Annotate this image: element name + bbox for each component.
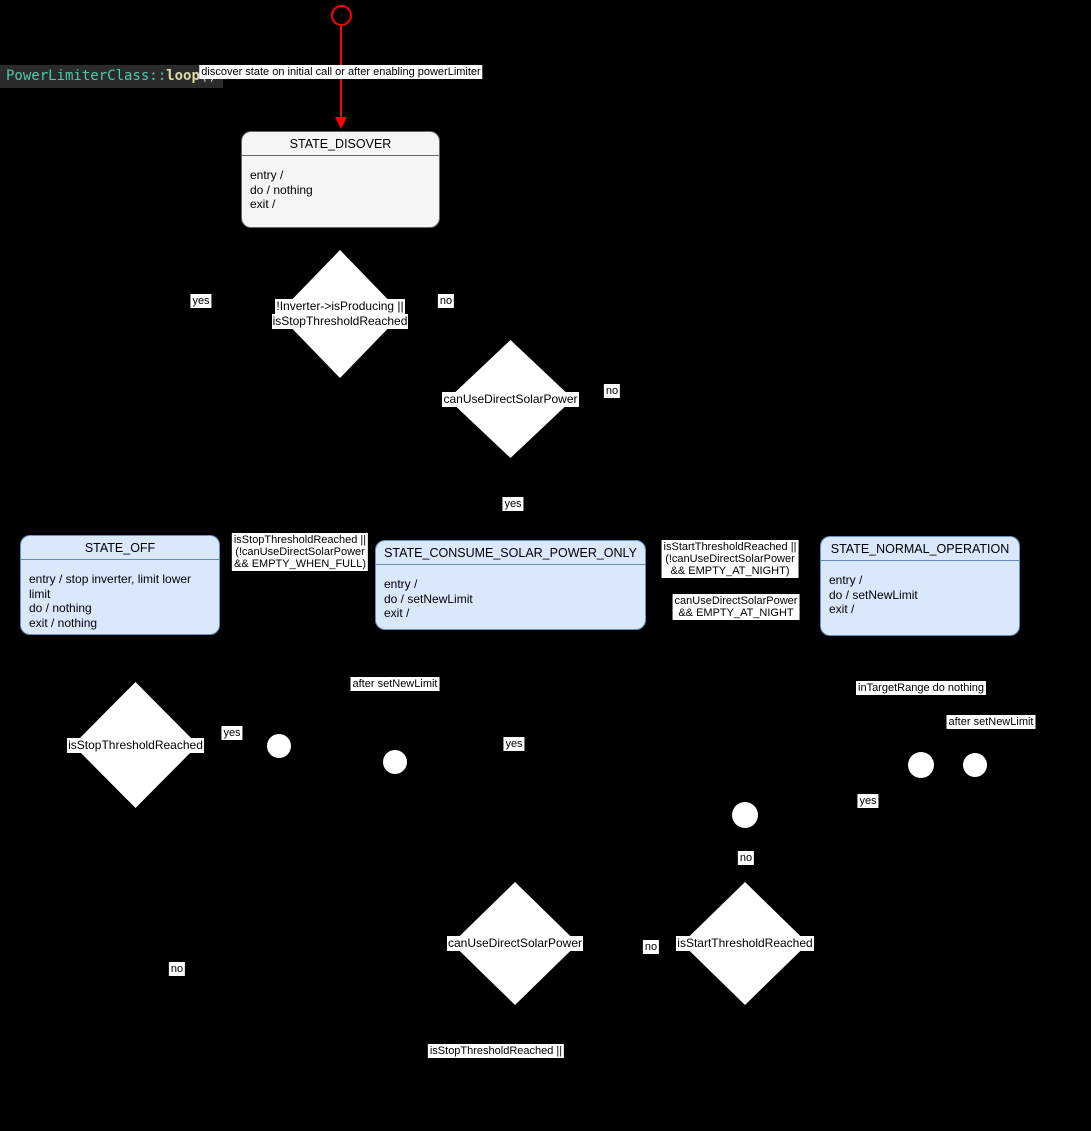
initial-state-node [331, 5, 352, 26]
junction-node [963, 753, 987, 777]
junction-node [732, 802, 758, 828]
code-label: PowerLimiterClass::loop() [0, 65, 223, 88]
edge-label-no: no [642, 940, 660, 954]
edge-label-yes: yes [221, 726, 243, 740]
decision-line: canUseDirectSolarPower [442, 391, 579, 407]
edge-label-no: no [603, 384, 621, 398]
edge-label-in-target-range: inTargetRange do nothing [856, 681, 986, 695]
arrowhead-icon [335, 117, 347, 129]
state-discover: STATE_DISOVER entry / do / nothing exit … [241, 131, 440, 228]
decision-line: isStartThresholdReached [676, 936, 814, 951]
state-body: entry / do / setNewLimit exit / [821, 561, 1019, 617]
edge-label-yes: yes [502, 497, 524, 511]
state-off: STATE_OFF entry / stop inverter, limit l… [20, 535, 220, 635]
state-line: entry / [384, 577, 418, 591]
code-method-name: loop [166, 68, 200, 84]
guard-line: (!canUseDirectSolarPower [665, 553, 795, 565]
edge-label-no: no [437, 294, 455, 308]
guard-line: && EMPTY_AT_NIGHT) [670, 565, 790, 577]
state-title: STATE_OFF [21, 536, 219, 560]
state-line: exit / [250, 197, 276, 211]
state-consume-solar-power-only: STATE_CONSUME_SOLAR_POWER_ONLY entry / d… [375, 540, 646, 630]
junction-node [267, 734, 291, 758]
decision-line: isStopThresholdReached [271, 314, 409, 329]
decision-line: !Inverter->isProducing || [275, 299, 405, 314]
state-line: entry / stop inverter, limit lower limit [29, 572, 192, 601]
decision-can-use-solar-bottom-label: canUseDirectSolarPower [446, 882, 584, 1005]
state-title: STATE_DISOVER [242, 132, 439, 156]
state-line: do / nothing [29, 601, 92, 615]
guard-line: && EMPTY_AT_NIGHT [678, 607, 794, 619]
state-title: STATE_CONSUME_SOLAR_POWER_ONLY [376, 541, 645, 565]
decision-line: canUseDirectSolarPower [446, 936, 584, 951]
decision-start-threshold-label: isStartThresholdReached [676, 882, 814, 1005]
edge-label-no: no [168, 962, 186, 976]
state-line: exit / nothing [29, 615, 98, 630]
state-body: entry / do / setNewLimit exit / [376, 565, 645, 621]
guard-label-to-off: isStopThresholdReached || (!canUseDirect… [231, 533, 369, 571]
guard-label-to-consume: canUseDirectSolarPower && EMPTY_AT_NIGHT [672, 594, 800, 620]
guard-line: isStartThresholdReached || [663, 541, 797, 553]
edge-label-yes: yes [190, 294, 212, 308]
edge-label-after-setnewlimit: after setNewLimit [946, 715, 1036, 729]
edge-label-no: no [737, 851, 755, 865]
state-body: entry / do / nothing exit / [242, 156, 439, 212]
edge-label-stop-threshold-partial: isStopThresholdReached || [427, 1044, 565, 1058]
state-line: do / nothing [250, 182, 313, 197]
junction-node [383, 750, 407, 774]
state-line: entry / [250, 168, 284, 182]
edge-label-yes: yes [503, 737, 525, 751]
decision-producing-or-stop-label: !Inverter->isProducing || isStopThreshol… [271, 250, 409, 378]
guard-line: canUseDirectSolarPower [674, 595, 798, 607]
state-line: exit / [829, 602, 855, 616]
start-transition-note: discover state on initial call or after … [199, 65, 483, 79]
guard-label-to-normal: isStartThresholdReached || (!canUseDirec… [661, 540, 799, 578]
state-line: entry / [829, 573, 863, 587]
state-normal-operation: STATE_NORMAL_OPERATION entry / do / setN… [820, 536, 1020, 636]
decision-line: isStopThresholdReached [67, 737, 204, 753]
state-title: STATE_NORMAL_OPERATION [821, 537, 1019, 561]
guard-line: (!canUseDirectSolarPower [235, 546, 365, 558]
code-class-name: PowerLimiterClass:: [6, 68, 167, 84]
edge-label-yes: yes [857, 794, 879, 808]
state-line: do / setNewLimit [829, 587, 918, 602]
edge-label-after-setnewlimit: after setNewLimit [350, 677, 440, 691]
state-line: exit / [384, 606, 410, 620]
decision-stop-threshold-label: isStopThresholdReached [67, 682, 204, 808]
state-line: do / setNewLimit [384, 591, 473, 606]
guard-line: && EMPTY_WHEN_FULL) [233, 558, 367, 570]
guard-line: isStopThresholdReached || [233, 534, 367, 546]
decision-can-use-solar-top-label: canUseDirectSolarPower [442, 340, 579, 458]
state-body: entry / stop inverter, limit lower limit… [21, 560, 219, 630]
junction-node [908, 752, 934, 778]
